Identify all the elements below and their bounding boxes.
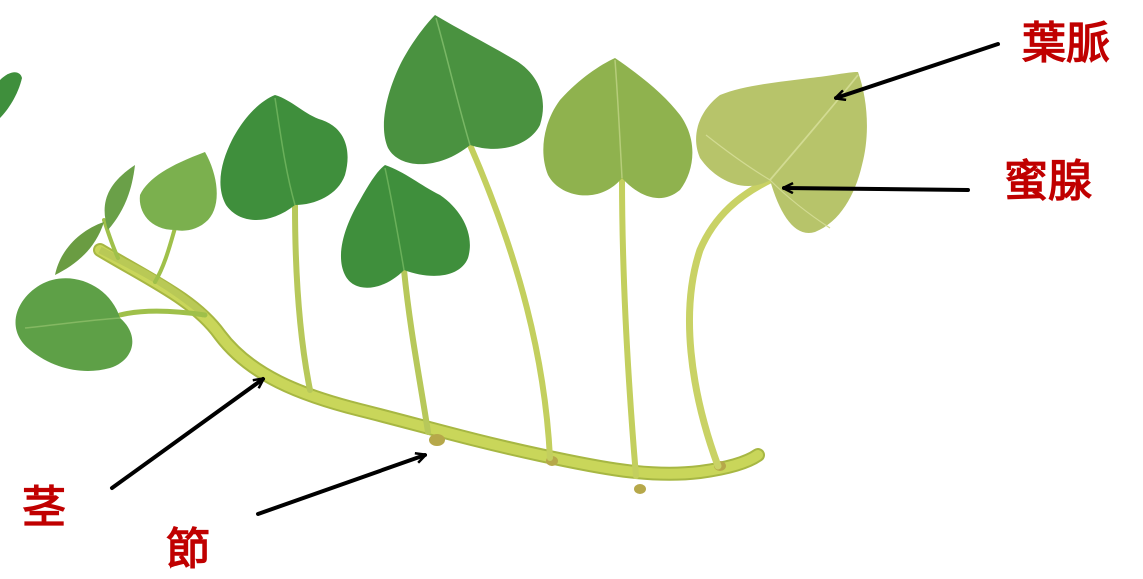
leaf-1 [16, 278, 133, 371]
label-nectary: 蜜腺 [1004, 160, 1092, 204]
label-node: 節 [166, 528, 210, 572]
main-stem [100, 250, 758, 474]
leaf-4 [140, 152, 217, 231]
leaf-7 [384, 15, 543, 164]
leaf-3 [105, 165, 135, 230]
leaf-6 [341, 165, 470, 288]
leaves [16, 15, 867, 371]
leaf-fragment [0, 72, 22, 118]
arrow-nectary [784, 188, 968, 190]
label-stem: 茎 [22, 486, 66, 530]
label-leaf-vein: 葉脈 [1022, 22, 1110, 66]
arrow-node [258, 455, 425, 514]
arrow-stem [112, 379, 263, 488]
arrow-leaf-vein [836, 44, 998, 98]
leaf-8 [543, 58, 692, 198]
